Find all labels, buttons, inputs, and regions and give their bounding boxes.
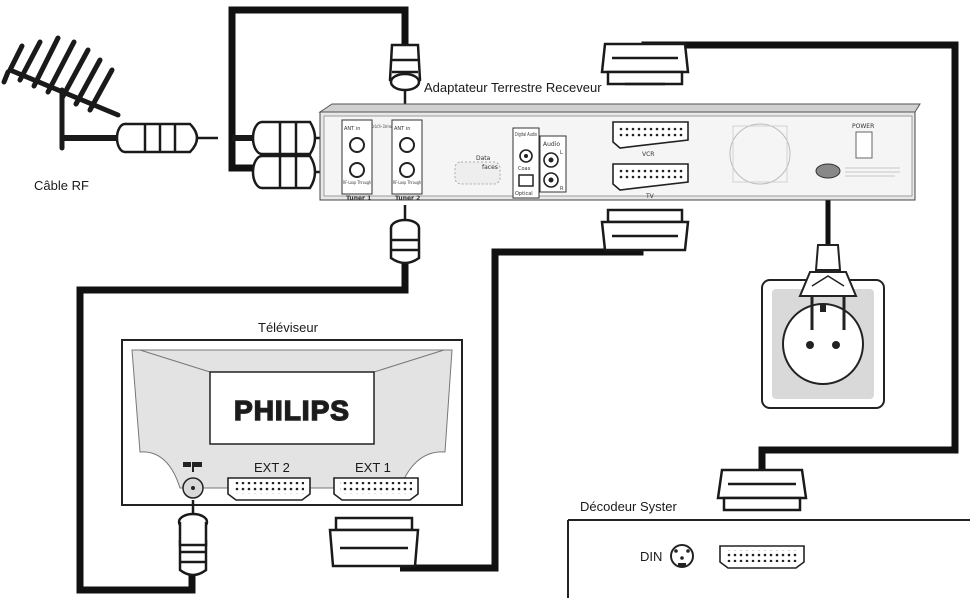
rf-plug-antenna xyxy=(60,122,218,154)
ant-in-1-label: ANT in xyxy=(344,126,360,132)
tv-scart-label: TV xyxy=(645,193,655,200)
tv-label: Téléviseur xyxy=(258,320,319,335)
rf-plug-upper xyxy=(232,120,345,156)
din-label: DIN xyxy=(640,549,662,564)
rf-plug-top xyxy=(388,43,422,108)
scart-plug-vcr xyxy=(600,42,690,86)
tuner-1-label: Tuner 1 xyxy=(346,195,371,202)
tv-brand-logo: PHILIPS xyxy=(234,395,350,426)
audio-l-label: L xyxy=(560,150,563,156)
data-label: Data xyxy=(476,155,491,162)
television: PHILIPS EXT 2 EXT 1 xyxy=(121,339,463,506)
antenna xyxy=(1,35,121,151)
faces-label: faces xyxy=(482,164,498,171)
audio-label: Audio xyxy=(543,141,560,148)
tv-ext1-label: EXT 1 xyxy=(355,460,391,475)
wall-outlet xyxy=(761,279,885,409)
power-label: POWER xyxy=(852,123,874,130)
audio-r-label: R xyxy=(560,186,564,192)
tv-ext2-label: EXT 2 xyxy=(254,460,290,475)
scart-plug-tv-receiver xyxy=(600,208,690,252)
decoder-label: Décodeur Syster xyxy=(580,499,677,514)
loop-2-label: RF-Loop Through xyxy=(393,180,421,185)
tv-screen xyxy=(209,371,375,445)
loop-1-label: RF-Loop Through xyxy=(343,180,371,185)
scart-plug-decoder xyxy=(716,468,808,512)
rf-cable-label: Câble RF xyxy=(34,178,89,193)
cable-antenna-loop xyxy=(228,138,255,172)
receiver-label: Adaptateur Terrestre Receveur xyxy=(424,80,602,95)
dc-out-label: Dc Out 5V~ 25mA max xyxy=(372,124,392,130)
power-socket xyxy=(815,163,841,179)
power-plug xyxy=(798,244,858,330)
rf-plug-tv xyxy=(177,500,209,577)
vcr-label: VCR xyxy=(642,151,654,158)
cable-receiver-to-tv-antenna xyxy=(76,262,409,594)
cable-top-loop xyxy=(228,6,409,138)
receiver-unit: ANT in ANT in Dc Out 5V~ 25mA max RF-Loo… xyxy=(318,103,921,202)
rf-plug-lower xyxy=(251,154,345,190)
tuner-2-label: Tuner 2 xyxy=(395,195,420,202)
optical-label: Optical xyxy=(515,191,533,197)
rf-plug-bottom xyxy=(389,205,421,265)
coax-label: Coax xyxy=(518,166,531,172)
digital-audio-label: Digital Audio xyxy=(515,132,537,138)
decoder-unit: DIN xyxy=(567,519,970,598)
ant-in-2-label: ANT in xyxy=(394,126,410,132)
scart-plug-tv-ext1 xyxy=(328,516,420,568)
